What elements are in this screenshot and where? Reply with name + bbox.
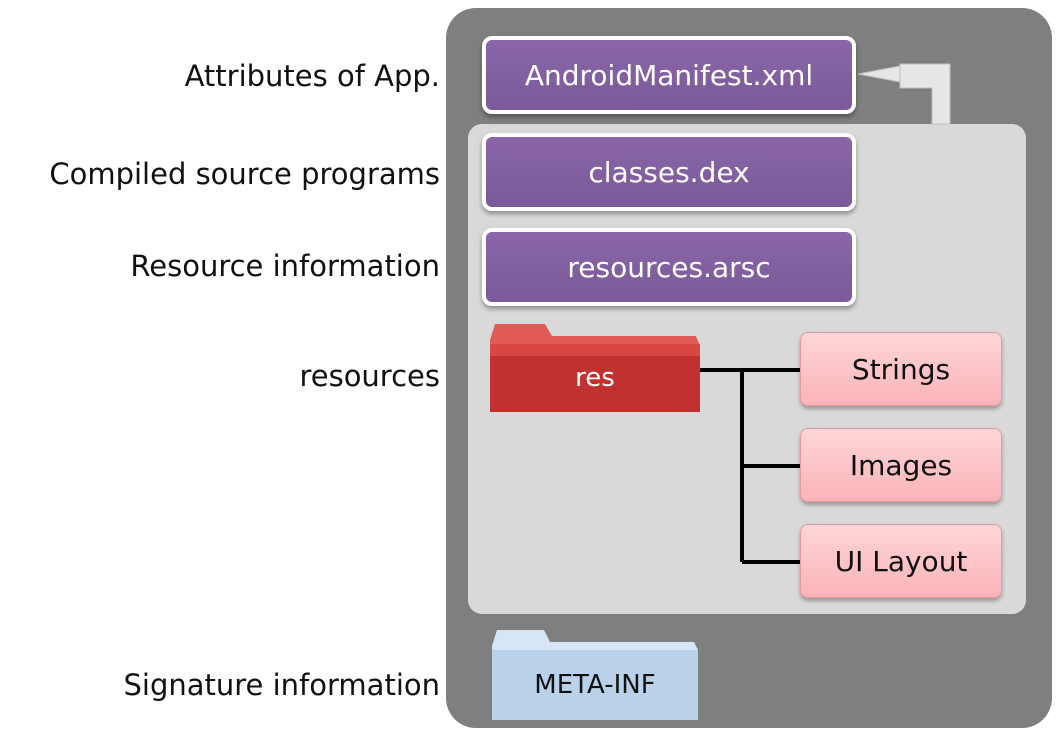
meta-folder-icon	[492, 630, 698, 720]
label-compiled: Compiled source programs	[49, 157, 440, 191]
classes-box: classes.dex	[482, 133, 856, 211]
label-signature: Signature information	[123, 668, 441, 702]
label-resource-info: Resource information	[130, 249, 440, 283]
arsc-box: resources.arsc	[482, 228, 856, 306]
res-folder-label: res	[575, 363, 615, 393]
label-attributes: Attributes of App.	[184, 59, 440, 93]
res-item-images: Images	[800, 428, 1002, 502]
manifest-box: AndroidManifest.xml	[482, 36, 856, 114]
res-folder-icon	[490, 324, 700, 412]
meta-folder-label: META-INF	[534, 670, 656, 700]
res-item-ui-layout: UI Layout	[800, 524, 1002, 598]
label-resources: resources	[299, 359, 440, 393]
manifest-arrow	[857, 63, 951, 125]
res-item-strings: Strings	[800, 332, 1002, 406]
tree-lines	[700, 368, 800, 564]
